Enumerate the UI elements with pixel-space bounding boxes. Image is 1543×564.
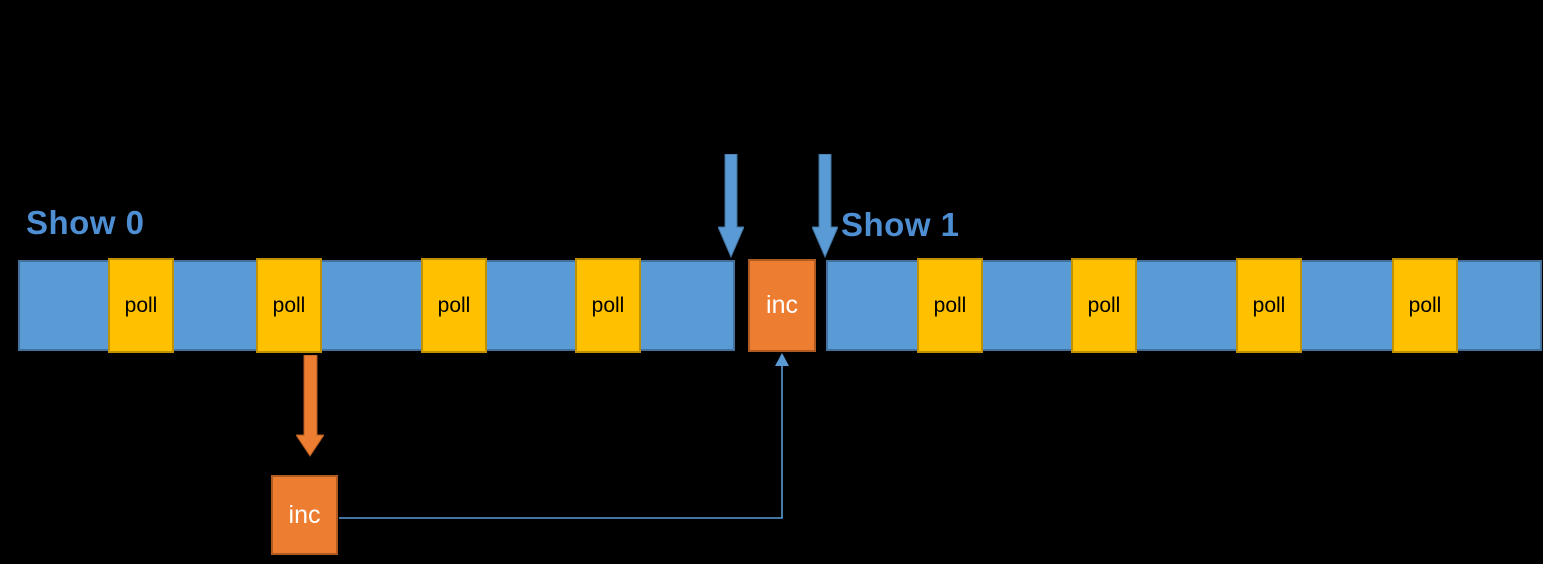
poll-box: poll xyxy=(108,258,174,353)
poll-box: poll xyxy=(421,258,487,353)
poll-box: poll xyxy=(917,258,983,353)
orange-down-arrow-icon xyxy=(296,355,324,457)
inc-detail-box: inc xyxy=(271,475,338,555)
show1-label: Show 1 xyxy=(841,206,960,243)
poll-box: poll xyxy=(1236,258,1302,353)
poll-box: poll xyxy=(256,258,322,353)
down-arrow-icon xyxy=(718,154,744,258)
poll-box: poll xyxy=(1071,258,1137,353)
show0-label: Show 0 xyxy=(26,204,145,241)
poll-box: poll xyxy=(1392,258,1458,353)
inc-main-box: inc xyxy=(748,259,816,352)
elbow-connector-arrow-icon xyxy=(339,353,789,519)
down-arrow-icon xyxy=(812,154,838,258)
poll-box: poll xyxy=(575,258,641,353)
